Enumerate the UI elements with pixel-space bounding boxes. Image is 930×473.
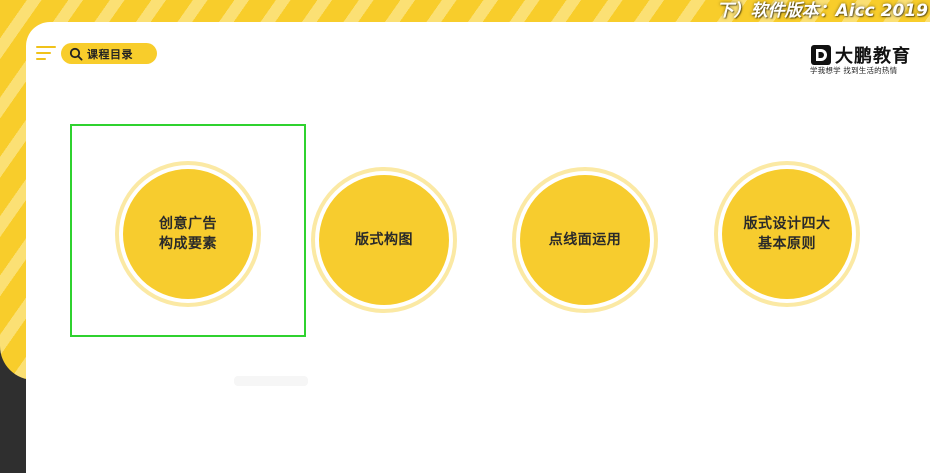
course-catalog-button[interactable]: 课程目录: [61, 43, 157, 64]
brand-name: 大鹏教育: [835, 46, 911, 67]
selection-highlight: [70, 124, 306, 337]
menu-icon[interactable]: [36, 44, 58, 60]
brand-slogan: 学我想学 找到生活的热情: [810, 66, 898, 75]
topic-layout-composition[interactable]: 版式构图: [311, 167, 457, 313]
topic-creative-ad-elements[interactable]: 创意广告 构成要素: [115, 161, 261, 307]
topic-label-line1: 点线面运用: [548, 232, 622, 248]
video-caption: 下）软件版本：Aicc 2019: [716, 1, 928, 21]
topic-label-line1: 版式构图: [355, 232, 413, 248]
brand-logo-icon: [811, 45, 831, 65]
topic-point-line-plane[interactable]: 点线面运用: [512, 167, 658, 313]
decorative-smudge: [234, 376, 308, 386]
search-icon: [69, 47, 83, 61]
topic-label-line1: 版式设计四大: [743, 216, 831, 232]
topic-label-line1: 创意广告: [159, 216, 217, 232]
topic-layout-principles[interactable]: 版式设计四大 基本原则: [714, 161, 860, 307]
brand-logo: 大鹏教育 学我想学 找到生活的热情: [810, 42, 922, 76]
topic-label-line2: 构成要素: [159, 236, 217, 252]
topic-label-line2: 基本原则: [758, 236, 816, 252]
course-catalog-label: 课程目录: [87, 47, 133, 61]
